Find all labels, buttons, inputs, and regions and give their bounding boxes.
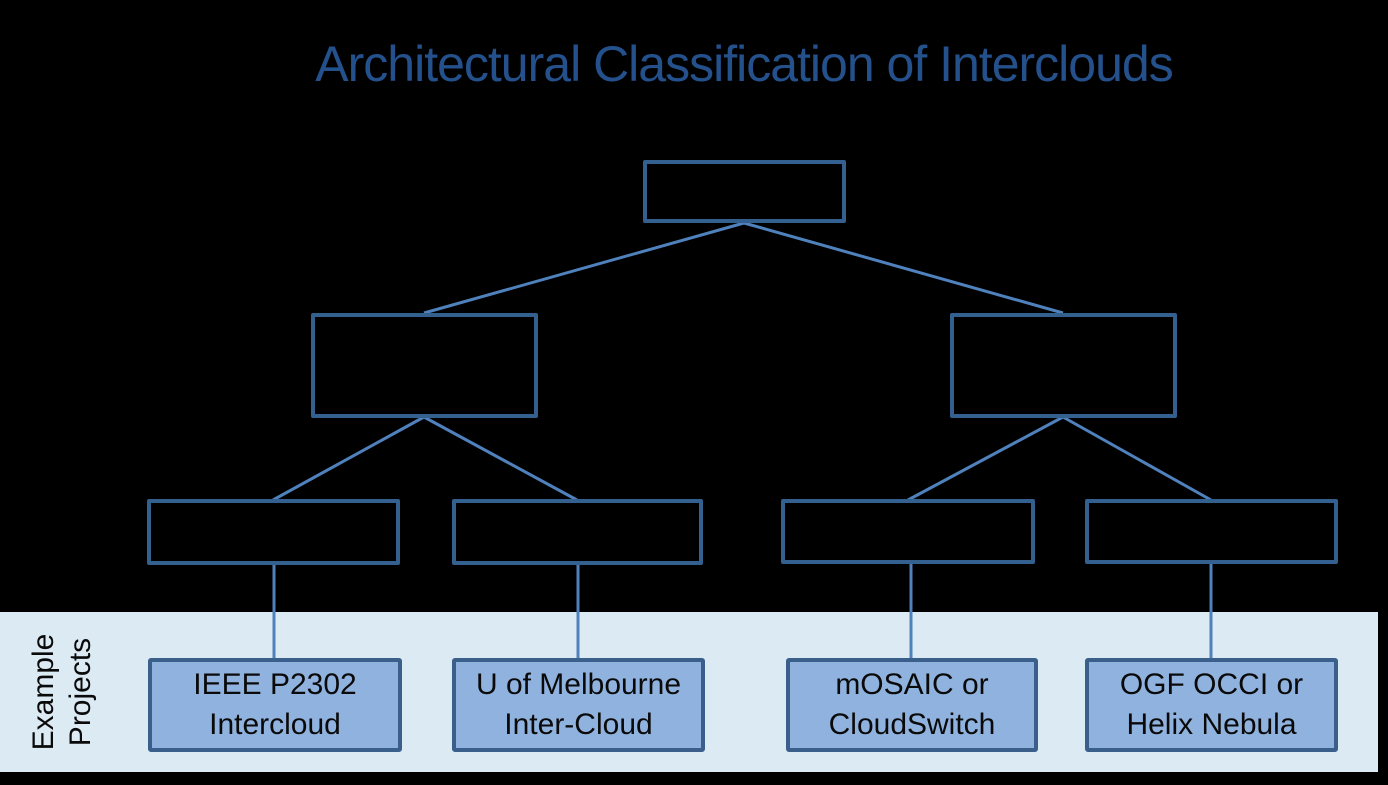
connector-line [423,415,578,502]
tree-node-root [643,160,846,223]
connector-line [1062,415,1212,502]
tree-node-level3-3 [781,499,1035,564]
example-project-box-ogf-occi: OGF OCCI or Helix Nebula [1085,658,1338,752]
tree-node-level3-2 [452,499,703,565]
connector-line [907,415,1064,502]
connector-line [272,415,425,502]
tree-node-level3-1 [147,499,400,565]
connector-line [743,221,1064,315]
example-project-box-u-melbourne: U of Melbourne Inter-Cloud [452,658,705,752]
example-project-box-ieee-p2302: IEEE P2302 Intercloud [148,658,402,752]
diagram-title: Architectural Classification of Interclo… [315,36,1173,92]
tree-node-level3-4 [1085,499,1338,564]
tree-node-level2-right [950,313,1177,418]
example-project-box-mosaic: mOSAIC or CloudSwitch [786,658,1038,752]
example-projects-band-label: Example Projects [26,633,98,751]
connector-line [423,221,745,315]
tree-node-level2-left [311,313,538,418]
